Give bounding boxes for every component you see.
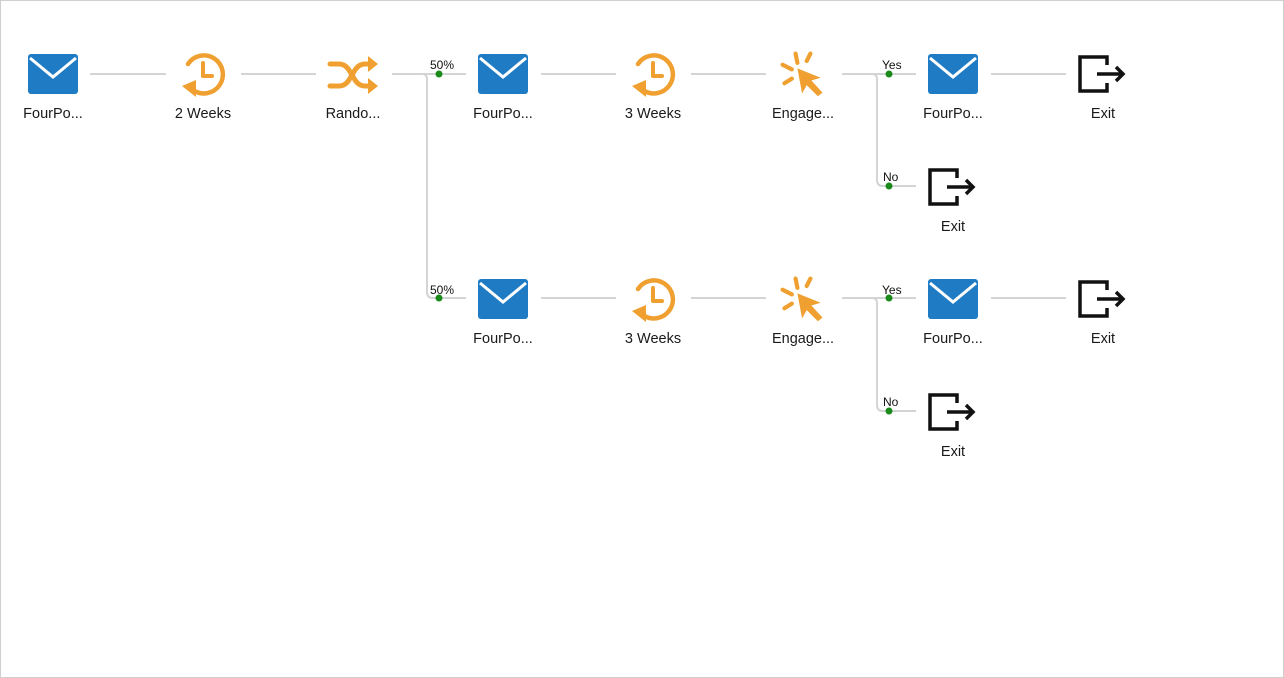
email-node[interactable]: FourPo... xyxy=(448,50,558,122)
exit-node[interactable]: Exit xyxy=(898,163,1008,235)
email-node[interactable]: FourPo... xyxy=(898,275,1008,347)
exit-icon xyxy=(927,388,979,436)
wait-node[interactable]: 2 Weeks xyxy=(148,50,258,122)
node-label: Exit xyxy=(1090,331,1116,347)
exit-node[interactable]: Exit xyxy=(1048,50,1158,122)
engagement-node[interactable]: Engage... xyxy=(748,275,858,347)
exit-icon xyxy=(1077,50,1129,98)
node-label: 3 Weeks xyxy=(624,331,682,347)
random-split-node[interactable]: Rando... xyxy=(298,50,408,122)
node-label: FourPo... xyxy=(23,106,83,122)
node-label: 3 Weeks xyxy=(624,106,682,122)
clock-icon xyxy=(627,275,679,323)
envelope-icon xyxy=(27,50,79,98)
click-icon xyxy=(777,275,829,323)
engagement-node[interactable]: Engage... xyxy=(748,50,858,122)
node-label: FourPo... xyxy=(923,331,983,347)
yes-label-bottom: Yes xyxy=(882,283,902,297)
branch-dot xyxy=(885,182,893,190)
branch-dot xyxy=(435,70,443,78)
shuffle-icon xyxy=(327,50,379,98)
exit-node[interactable]: Exit xyxy=(898,388,1008,460)
email-node[interactable]: FourPo... xyxy=(898,50,1008,122)
split-label-bottom: 50% xyxy=(430,283,455,297)
envelope-icon xyxy=(927,50,979,98)
envelope-icon xyxy=(927,275,979,323)
node-label: Engage... xyxy=(771,331,835,347)
clock-icon xyxy=(177,50,229,98)
exit-icon xyxy=(927,163,979,211)
exit-node[interactable]: Exit xyxy=(1048,275,1158,347)
node-label: FourPo... xyxy=(473,106,533,122)
node-label: Engage... xyxy=(771,106,835,122)
click-icon xyxy=(777,50,829,98)
node-label: Rando... xyxy=(325,106,381,122)
node-label: Exit xyxy=(940,444,966,460)
no-label-top: No xyxy=(883,170,899,184)
clock-icon xyxy=(627,50,679,98)
no-label-bottom: No xyxy=(883,395,899,409)
email-node[interactable]: FourPo... xyxy=(0,50,108,122)
wait-node[interactable]: 3 Weeks xyxy=(598,275,708,347)
node-label: Exit xyxy=(940,219,966,235)
node-label: 2 Weeks xyxy=(174,106,232,122)
branch-dot xyxy=(885,70,893,78)
branch-dot xyxy=(885,294,893,302)
branch-dot xyxy=(885,407,893,415)
envelope-icon xyxy=(477,275,529,323)
branch-dot xyxy=(435,294,443,302)
envelope-icon xyxy=(477,50,529,98)
split-label-top: 50% xyxy=(430,58,455,72)
node-label: FourPo... xyxy=(473,331,533,347)
exit-icon xyxy=(1077,275,1129,323)
wait-node[interactable]: 3 Weeks xyxy=(598,50,708,122)
node-label: FourPo... xyxy=(923,106,983,122)
email-node[interactable]: FourPo... xyxy=(448,275,558,347)
node-label: Exit xyxy=(1090,106,1116,122)
yes-label-top: Yes xyxy=(882,58,902,72)
